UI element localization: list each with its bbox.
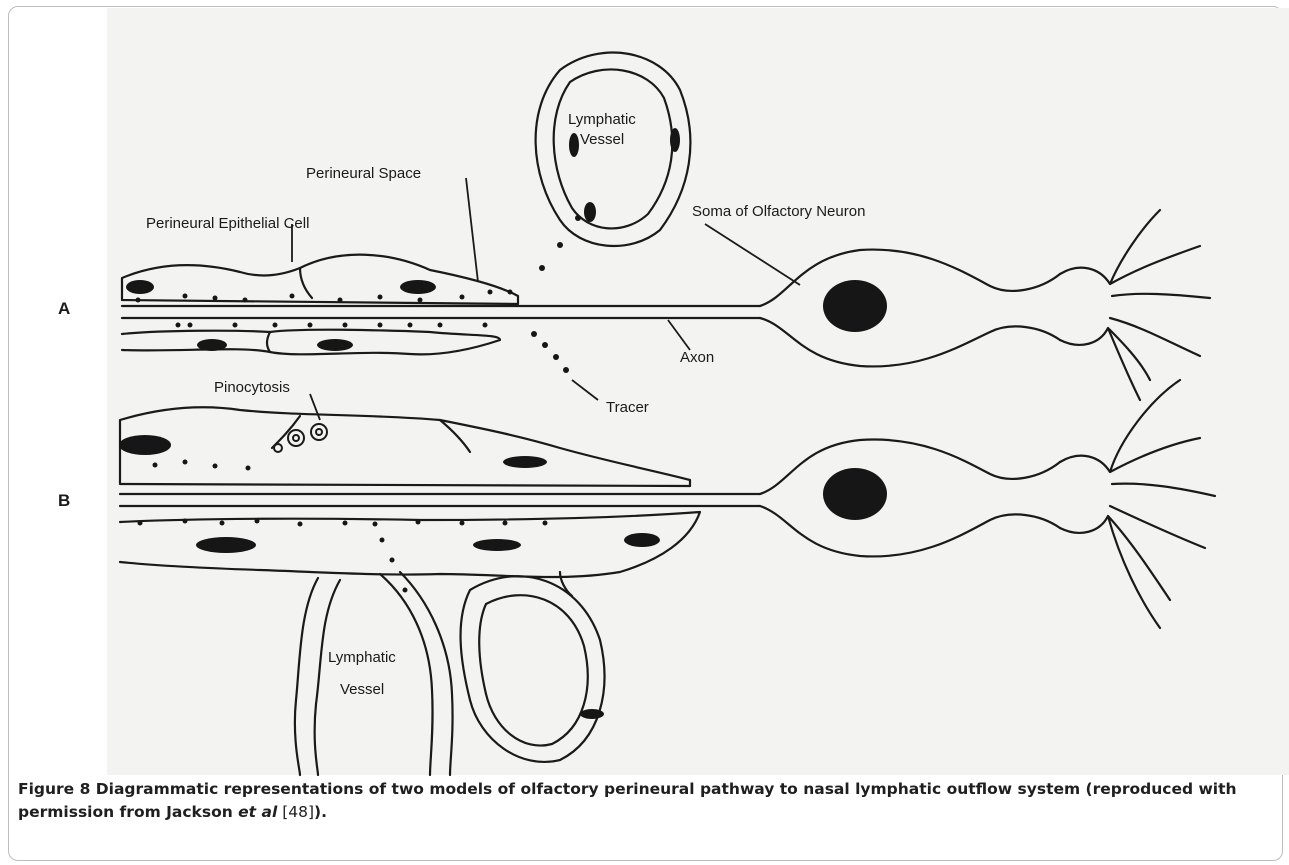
figure-number: Figure 8 (18, 780, 90, 798)
caption-reference[interactable]: [48] (277, 803, 314, 821)
caption-end: ). (314, 803, 327, 821)
lymphatic-vessel-bottom-label-1: Lymphatic (328, 649, 396, 666)
a-dendrites (1060, 210, 1210, 400)
perineural-space-leader (466, 178, 478, 282)
lymphatic-vessel-top-label-2: Vessel (580, 131, 624, 148)
soma-leader (705, 224, 800, 285)
panel-a-label: A (58, 299, 70, 318)
panel-b-group (120, 380, 1215, 775)
pinocytosis-leader (310, 394, 320, 420)
caption-et-al: et al (238, 803, 277, 821)
lymphatic-vessel-bottom-label-2: Vessel (340, 681, 384, 698)
perineural-space-label: Perineural Space (306, 165, 421, 182)
perineural-epithelial-cell-label: Perineural Epithelial Cell (146, 215, 309, 232)
axon-leader (668, 320, 690, 350)
a-top-epithelial-sheath (122, 255, 518, 304)
b-neuron-soma (760, 440, 1060, 557)
lymphatic-vessel-bottom-mid (380, 572, 453, 775)
a-neuron-soma (760, 250, 1060, 367)
tracer-dots (136, 215, 582, 593)
pinocytosis-label: Pinocytosis (214, 379, 290, 396)
lymphatic-vessel-top-label-1: Lymphatic (568, 111, 636, 128)
panel-a-group (122, 210, 1210, 400)
soma-label: Soma of Olfactory Neuron (692, 203, 865, 220)
panel-b-label: B (58, 491, 70, 510)
tracer-label: Tracer (606, 399, 649, 416)
a-soma-nucleus (823, 280, 887, 332)
b-soma-nucleus (823, 468, 887, 520)
b-top-epithelial-sheath (120, 407, 690, 486)
axon-label: Axon (680, 349, 714, 366)
a-bottom-epithelial-sheath (122, 330, 500, 355)
lymphatic-vessel-top (536, 53, 691, 246)
figure-caption: Figure 8 Diagrammatic representations of… (18, 778, 1273, 824)
caption-text: Diagrammatic representations of two mode… (18, 780, 1237, 821)
lymphatic-vessel-bottom-loop (461, 576, 605, 762)
lymphatic-vessel-bottom-left (295, 578, 340, 775)
b-dendrites (1060, 380, 1215, 628)
tracer-leader (572, 380, 598, 400)
